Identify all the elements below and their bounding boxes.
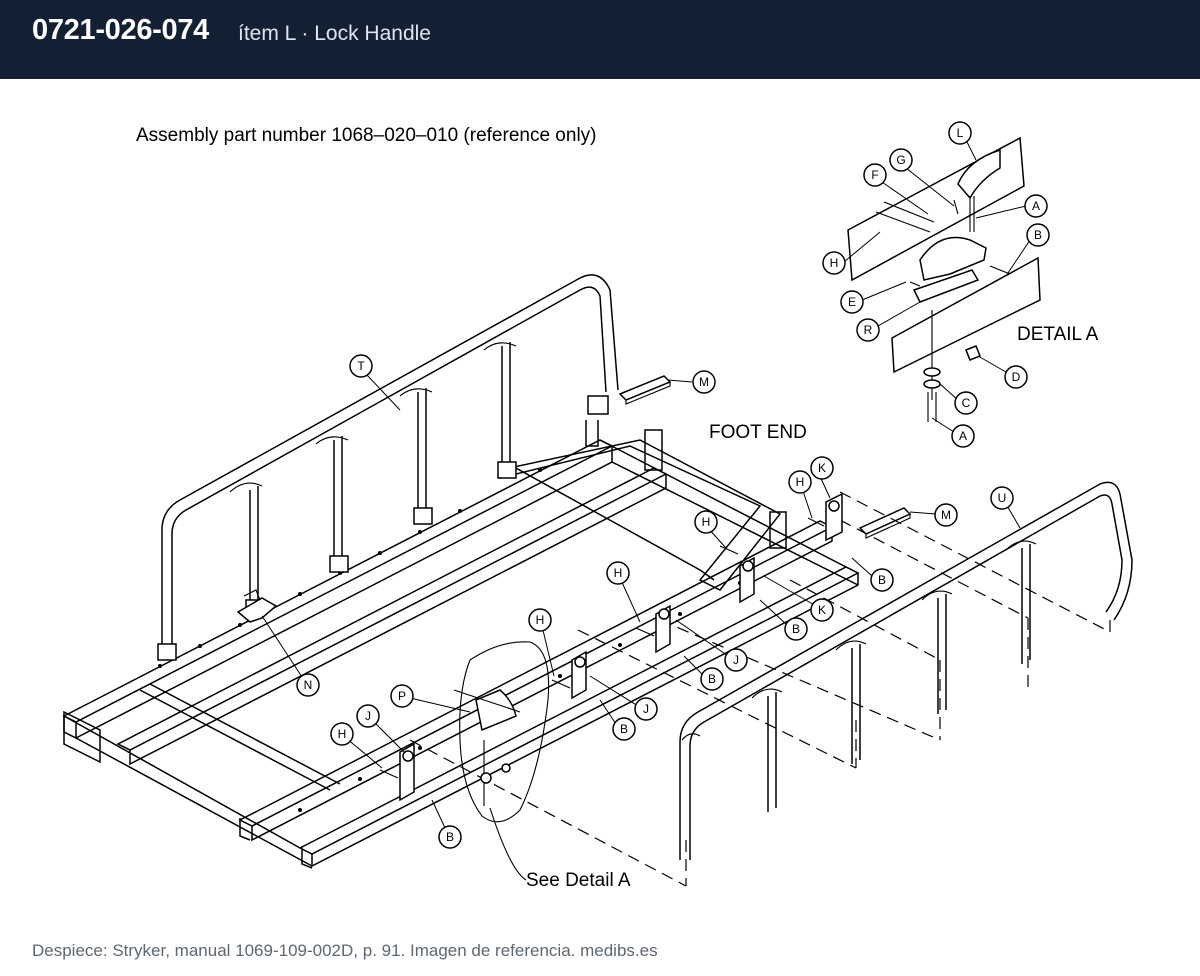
- callout-b-lower: B: [438, 825, 462, 849]
- svg-text:T: T: [357, 359, 365, 373]
- svg-text:F: F: [871, 168, 878, 182]
- alignment-lines: [409, 491, 1111, 887]
- callout-a-bottom: A: [951, 424, 975, 448]
- callout-l: L: [948, 121, 972, 145]
- callout-j-mid: J: [634, 697, 658, 721]
- svg-text:B: B: [620, 722, 628, 736]
- callout-k-lower: K: [810, 598, 834, 622]
- svg-text:B: B: [878, 573, 886, 587]
- header-bar: 0721-026-074 ítem L · Lock Handle: [0, 0, 1200, 79]
- callout-a-top: A: [1024, 194, 1048, 218]
- svg-text:K: K: [818, 603, 826, 617]
- svg-text:H: H: [796, 475, 805, 489]
- part-m-upper: [618, 375, 672, 405]
- callout-m-upper: M: [692, 370, 716, 394]
- detail-a-circle: [453, 641, 550, 881]
- see-detail-label: See Detail A: [526, 870, 631, 891]
- detail-a: [847, 136, 1041, 422]
- svg-text:H: H: [614, 566, 623, 580]
- callouts: L G F A B H E R D C A T M K H U M H B H …: [296, 121, 1050, 849]
- svg-text:B: B: [708, 672, 716, 686]
- callout-b-foot: B: [870, 568, 894, 592]
- bed-frame: [62, 420, 860, 869]
- svg-text:B: B: [1034, 228, 1042, 242]
- callout-h-detail: H: [822, 251, 846, 275]
- item-title: ítem L · Lock Handle: [238, 22, 431, 45]
- svg-text:L: L: [957, 126, 964, 140]
- svg-text:C: C: [962, 396, 971, 410]
- svg-text:J: J: [733, 653, 739, 667]
- callout-h-foot: H: [788, 470, 812, 494]
- callout-r: R: [856, 318, 880, 342]
- svg-text:H: H: [702, 515, 711, 529]
- leader-lines: [261, 139, 1031, 831]
- svg-text:H: H: [536, 613, 545, 627]
- part-number: 0721-026-074: [32, 14, 209, 46]
- svg-text:E: E: [848, 295, 856, 309]
- callout-p: P: [390, 684, 414, 708]
- foot-end-label: FOOT END: [709, 422, 807, 443]
- callout-b-k: B: [784, 617, 808, 641]
- svg-text:M: M: [699, 375, 709, 389]
- callout-e: E: [840, 290, 864, 314]
- svg-text:K: K: [818, 461, 826, 475]
- svg-text:J: J: [365, 709, 371, 723]
- pins: [379, 517, 825, 779]
- callout-m-lower: M: [934, 503, 958, 527]
- exploded-parts-diagram: Assembly part number 1068–020–010 (refer…: [62, 121, 1133, 891]
- svg-text:J: J: [643, 702, 649, 716]
- svg-text:P: P: [398, 689, 406, 703]
- callout-h-center: H: [606, 561, 630, 585]
- svg-text:U: U: [998, 491, 1007, 505]
- svg-text:M: M: [941, 508, 951, 522]
- assembly-note: Assembly part number 1068–020–010 (refer…: [136, 125, 597, 146]
- svg-text:G: G: [896, 153, 905, 167]
- callout-j-left: J: [356, 704, 380, 728]
- siderail-u: [679, 481, 1133, 860]
- callout-h-mid: H: [694, 510, 718, 534]
- svg-text:A: A: [959, 429, 967, 443]
- siderail-t: [157, 274, 619, 661]
- callout-u: U: [990, 486, 1014, 510]
- svg-text:R: R: [864, 323, 873, 337]
- callout-b-detail: B: [1026, 223, 1050, 247]
- callout-g: G: [889, 148, 913, 172]
- callout-c: C: [954, 391, 978, 415]
- callout-n: N: [296, 673, 320, 697]
- callout-f: F: [863, 163, 887, 187]
- brackets: [399, 492, 843, 802]
- svg-text:H: H: [830, 256, 839, 270]
- svg-text:N: N: [304, 678, 313, 692]
- callout-h-lower: H: [330, 722, 354, 746]
- svg-text:H: H: [338, 727, 347, 741]
- callout-h-left: H: [528, 608, 552, 632]
- callout-b-j: B: [700, 667, 724, 691]
- callout-t: T: [349, 354, 373, 378]
- callout-b-mid: B: [612, 717, 636, 741]
- svg-text:D: D: [1012, 370, 1021, 384]
- source-credit: Despiece: Stryker, manual 1069-109-002D,…: [32, 941, 658, 960]
- callout-k-upper: K: [810, 456, 834, 480]
- svg-text:B: B: [446, 830, 454, 844]
- callout-j-right: J: [724, 648, 748, 672]
- latch-n: [236, 589, 278, 623]
- svg-text:B: B: [792, 622, 800, 636]
- part-m-lower: [858, 507, 912, 539]
- svg-text:A: A: [1032, 199, 1040, 213]
- callout-d: D: [1004, 365, 1028, 389]
- detail-a-label: DETAIL A: [1017, 324, 1099, 345]
